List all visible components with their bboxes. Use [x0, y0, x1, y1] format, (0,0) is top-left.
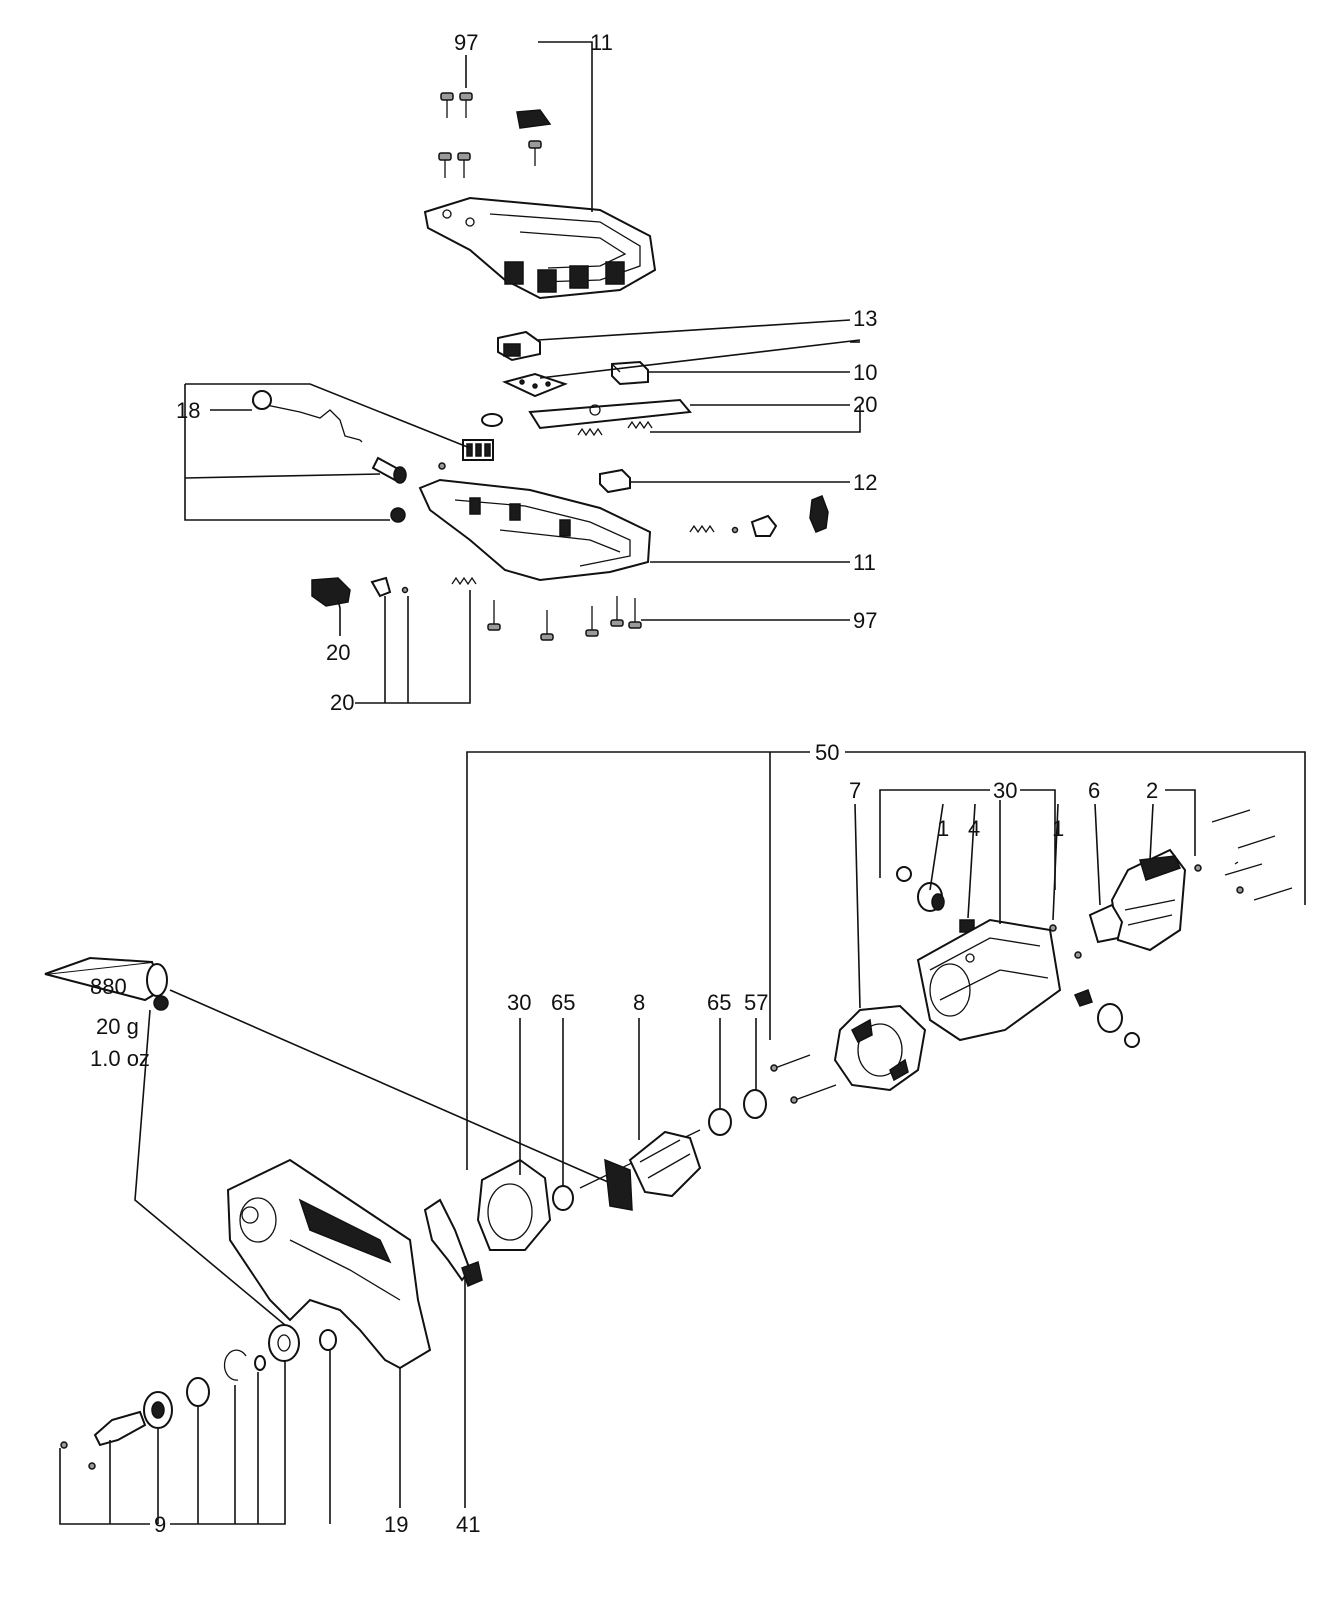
- stator-screws: [774, 1054, 837, 1101]
- latch-part: [750, 514, 778, 537]
- rail-part: [528, 398, 692, 430]
- callout-7: 7: [849, 778, 861, 803]
- callout-19: 19: [384, 1512, 408, 1537]
- callout-65-left: 65: [551, 990, 575, 1015]
- cover-cap: [516, 109, 552, 129]
- screw-group-97-top: [438, 92, 542, 178]
- switch-part: [497, 330, 541, 362]
- callout-2: 2: [1146, 778, 1158, 803]
- knob-part: [481, 413, 503, 427]
- callout-30-mid: 30: [507, 990, 531, 1015]
- callout-8: 8: [633, 990, 645, 1015]
- latch-spring: [689, 524, 715, 534]
- block-part: [611, 360, 649, 386]
- leader-lines-lower: [59, 751, 1306, 1525]
- left-spring: [451, 576, 477, 586]
- gear-set-9: [143, 1324, 300, 1429]
- end-cap-part: [1110, 848, 1187, 952]
- brush-assembly-right: [1073, 989, 1140, 1048]
- callout-50: 50: [815, 740, 839, 765]
- brake-lever-part: [423, 1198, 483, 1288]
- callout-11-lower: 11: [853, 550, 876, 575]
- callout-13: 13: [853, 306, 877, 331]
- switch-12-part: [599, 468, 631, 494]
- callout-9: 9: [154, 1512, 166, 1537]
- long-screws: [1211, 809, 1293, 901]
- spring-pair: [577, 420, 653, 437]
- armature-part: [579, 1129, 702, 1211]
- callout-97-top: 97: [454, 30, 478, 55]
- bearing-57: [743, 1089, 767, 1119]
- callout-1-right: 1: [1052, 816, 1064, 841]
- bushing-part: [319, 1329, 337, 1351]
- callout-10: 10: [853, 360, 877, 385]
- callout-18: 18: [176, 398, 200, 423]
- left-latch-part: [370, 576, 392, 598]
- callout-20-bottom: 20: [330, 690, 354, 715]
- gear-housing-part: [226, 1158, 432, 1370]
- grease-code: 880: [90, 974, 127, 999]
- ring-small-part: [896, 866, 912, 882]
- callout-30-top: 30: [993, 778, 1017, 803]
- callout-20-bottom-left: 20: [326, 640, 350, 665]
- callout-1-left: 1: [937, 816, 949, 841]
- callout-6: 6: [1088, 778, 1100, 803]
- callout-4: 4: [968, 816, 980, 841]
- callout-65-right: 65: [707, 990, 731, 1015]
- grease-weight: 20 g: [96, 1014, 139, 1039]
- callout-11-top: 11: [590, 30, 613, 55]
- brush-holder-part: [1088, 903, 1124, 944]
- leader-lines-upper: [184, 41, 861, 704]
- spindle-part: [93, 1410, 147, 1447]
- top-cover-part: [423, 196, 657, 300]
- grease-weight-imperial: 1.0 oz: [90, 1046, 150, 1071]
- ring-part: [390, 507, 406, 523]
- bearing-part-1: [917, 882, 945, 912]
- grommet-part: [371, 456, 407, 484]
- fan-guide-part: [476, 1158, 552, 1251]
- callout-20-right: 20: [853, 392, 877, 417]
- cable-part: [251, 390, 363, 443]
- button-part: [809, 495, 829, 533]
- screw-group-97-lower: [487, 596, 642, 641]
- callout-97-lower: 97: [853, 608, 877, 633]
- motor-housing-part: [916, 918, 1062, 1042]
- callout-41: 41: [456, 1512, 480, 1537]
- stator-part: [833, 1004, 927, 1092]
- callout-57: 57: [744, 990, 768, 1015]
- bearing-65-left: [552, 1185, 574, 1211]
- lower-housing-part: [418, 478, 652, 582]
- callout-12: 12: [853, 470, 877, 495]
- grease-tube: [44, 956, 169, 1011]
- left-button-part: [311, 577, 351, 607]
- bearing-65-right: [708, 1108, 732, 1136]
